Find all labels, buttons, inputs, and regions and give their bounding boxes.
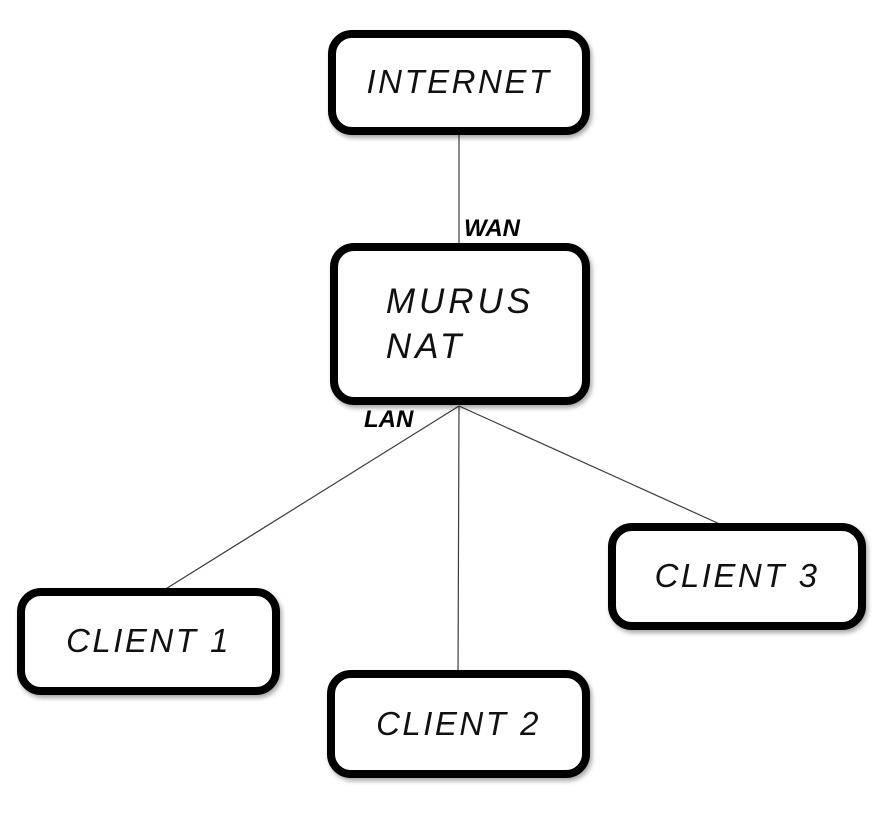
node-murus-nat-label: MURUS NAT — [386, 279, 534, 370]
edge-murus-client1 — [147, 405, 460, 601]
edge-label-wan: WAN — [464, 215, 520, 242]
node-client1-label: CLIENT 1 — [66, 622, 231, 660]
edge-label-lan: LAN — [364, 406, 414, 433]
node-client2: CLIENT 2 — [327, 670, 590, 778]
node-client3: CLIENT 3 — [608, 523, 866, 630]
node-client3-label: CLIENT 3 — [654, 557, 820, 595]
edge-murus-client3 — [458, 405, 745, 536]
node-client1: CLIENT 1 — [17, 588, 280, 695]
node-murus-nat-label-line1: MURUS — [385, 281, 535, 321]
node-internet: INTERNET — [328, 30, 590, 135]
edge-murus-client2 — [457, 405, 460, 681]
node-client2-label: CLIENT 2 — [376, 704, 541, 742]
node-internet-label: INTERNET — [366, 63, 552, 101]
node-murus-nat: MURUS NAT — [330, 243, 590, 405]
node-murus-nat-label-line2: NAT — [385, 327, 466, 366]
